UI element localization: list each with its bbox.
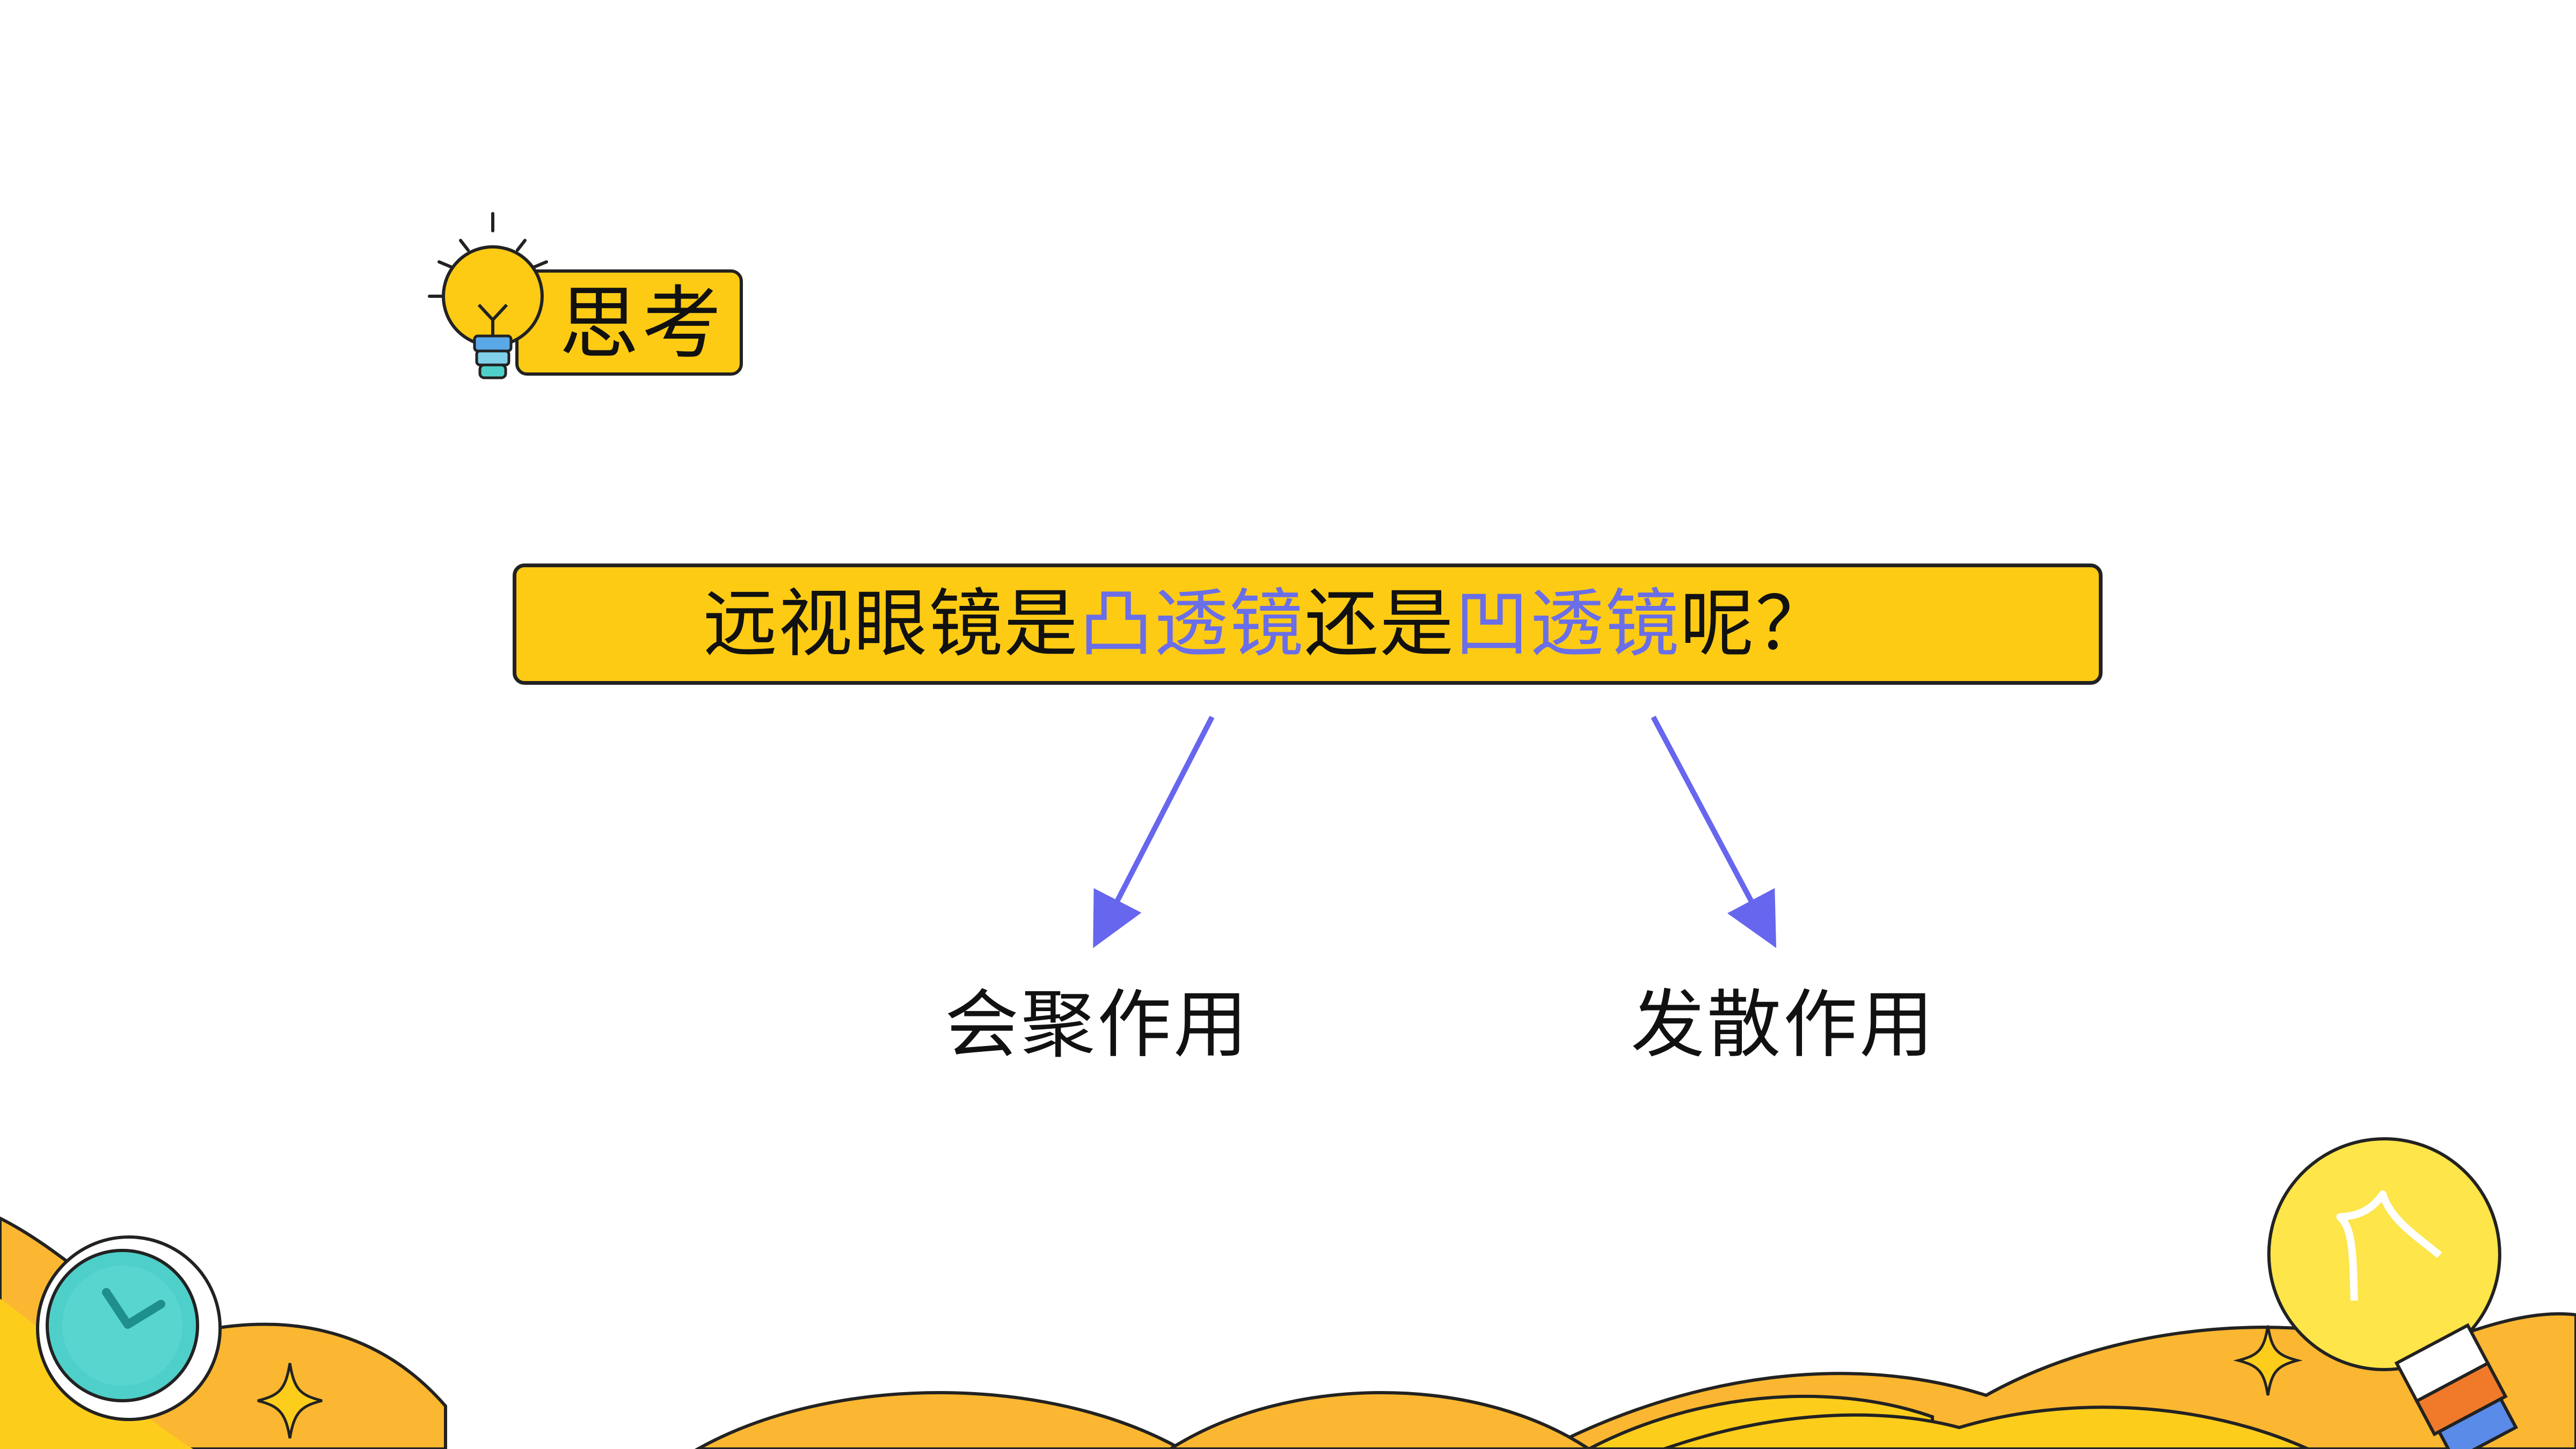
lightbulb-decoration <box>2267 1137 2519 1449</box>
question-part-3: 呢？ <box>1680 581 1831 667</box>
section-badge <box>515 269 743 376</box>
clock-icon <box>36 1235 222 1421</box>
arrow-right <box>1651 715 1777 948</box>
question-box <box>513 564 2103 685</box>
question-part-1: 远视眼镜是 <box>703 581 1079 667</box>
question-highlight-convex: 凸透镜 <box>1079 581 1305 667</box>
sparkle-icon <box>2233 1325 2303 1396</box>
sparkle-icon <box>257 1363 323 1439</box>
section-title: 思考 <box>559 277 725 370</box>
question-part-2: 还是 <box>1304 581 1455 667</box>
question-highlight-concave: 凹透镜 <box>1455 581 1681 667</box>
answer-diverging: 发散作用 <box>1631 982 1936 1068</box>
arrow-left <box>1093 715 1215 948</box>
question-text: 远视眼镜是凸透镜还是凹透镜呢？ <box>703 564 1830 685</box>
answer-converging: 会聚作用 <box>945 982 1250 1068</box>
